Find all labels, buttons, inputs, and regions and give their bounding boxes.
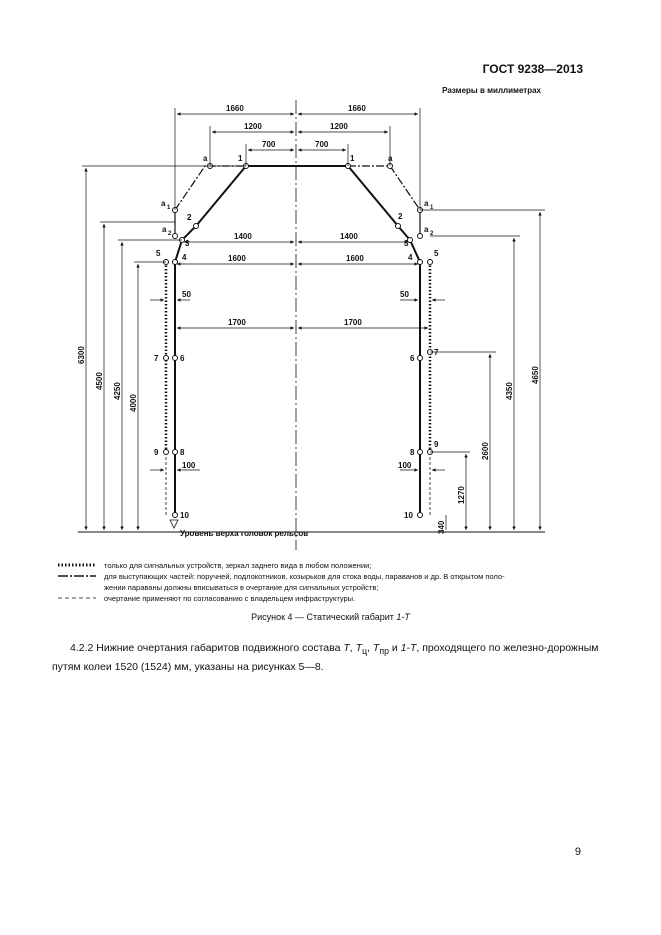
- rail-level-symbol: [169, 519, 179, 529]
- pt-7-right: 7: [434, 348, 439, 357]
- units-note: Размеры в миллиметрах: [442, 86, 541, 95]
- dim-2600: 2600: [481, 442, 490, 460]
- dim-4000: 4000: [129, 394, 138, 412]
- dotted-line-symbol: [58, 563, 96, 567]
- dim-4500: 4500: [95, 372, 104, 390]
- dim-4250: 4250: [113, 382, 122, 400]
- dim-1400-right: 1400: [340, 232, 358, 241]
- pt-1-left: 1: [238, 154, 243, 163]
- pt-3-left: 3: [185, 239, 190, 248]
- dim-50-right: 50: [400, 290, 409, 299]
- clearance-diagram: 1660 1660 1200 1200 700 700 1400 1400 16…: [77, 100, 545, 550]
- pt-a1-right: a: [424, 199, 429, 208]
- dim-1700-right: 1700: [344, 318, 362, 327]
- pt-a1-right-sub: 1: [430, 205, 434, 211]
- pt-6-left: 6: [180, 354, 185, 363]
- pt-5-left: 5: [156, 249, 161, 258]
- dim-1270: 1270: [457, 486, 466, 504]
- pt-3-right: 3: [404, 239, 409, 248]
- legend-text-signal: только для сигнальных устройств, зеркал …: [104, 561, 372, 570]
- dim-1400-left: 1400: [234, 232, 252, 241]
- dim-100-left: 100: [182, 461, 196, 470]
- dim-1200-right: 1200: [330, 122, 348, 131]
- pt-a1-left-sub: 1: [167, 205, 171, 211]
- protrusion-outline-right: [348, 165, 421, 211]
- dash-dot-line-symbol: [58, 575, 96, 577]
- pt-4-left: 4: [182, 253, 187, 262]
- pt-a2-left-sub: 2: [168, 231, 172, 237]
- pt-5-right: 5: [434, 249, 439, 258]
- dim-700-right: 700: [315, 140, 329, 149]
- pt-a2-right: a: [424, 225, 429, 234]
- document-header: ГОСТ 9238—2013: [482, 62, 583, 76]
- dim-100-right: 100: [398, 461, 412, 470]
- pt-a1-left: a: [161, 199, 166, 208]
- rail-level-label: Уровень верха головок рельсов: [180, 529, 308, 538]
- dim-1660-right: 1660: [348, 104, 366, 113]
- dim-6300: 6300: [77, 346, 86, 364]
- dim-50-left: 50: [182, 290, 191, 299]
- legend-row-signal: только для сигнальных устройств, зеркал …: [58, 560, 371, 573]
- pt-2-left: 2: [187, 213, 192, 222]
- dim-1600-right: 1600: [346, 254, 364, 263]
- paragraph-4-2-2: 4.2.2 Нижние очертания габаритов подвижн…: [52, 642, 599, 674]
- pt-9-right: 9: [434, 440, 439, 449]
- dim-700-left: 700: [262, 140, 276, 149]
- pt-6-right: 6: [410, 354, 415, 363]
- pt-a-left: a: [203, 154, 208, 163]
- protrusion-outline-left: [174, 165, 246, 211]
- pt-9-left: 9: [154, 448, 159, 457]
- figure-caption: Рисунок 4 — Статический габарит 1-Т: [251, 612, 410, 622]
- dim-1200-left: 1200: [244, 122, 262, 131]
- dim-1700-left: 1700: [228, 318, 246, 327]
- legend-text-protruding-cont: жении параваны должны вписываться в очер…: [104, 583, 379, 592]
- dim-340: 340: [437, 520, 446, 534]
- dim-1600-left: 1600: [228, 254, 246, 263]
- dashed-line-symbol: [58, 597, 96, 599]
- pt-8-left: 8: [180, 448, 185, 457]
- pt-10-right: 10: [404, 511, 413, 520]
- dim-1660-left: 1660: [226, 104, 244, 113]
- legend-text-agreement: очертание применяют по согласованию с вл…: [104, 594, 356, 603]
- pt-1-right: 1: [350, 154, 355, 163]
- dim-4650: 4650: [531, 366, 540, 384]
- page-number: 9: [574, 846, 581, 858]
- legend-row-agreement: очертание применяют по согласованию с вл…: [58, 593, 355, 606]
- dim-4350: 4350: [505, 382, 514, 400]
- pt-8-right: 8: [410, 448, 415, 457]
- pt-4-right: 4: [408, 253, 413, 262]
- legend-row-protruding: для выступающих частей: поручней, подлок…: [58, 571, 505, 584]
- pt-7-left: 7: [154, 354, 159, 363]
- pt-a2-left: a: [162, 225, 167, 234]
- pt-a-right: a: [388, 154, 393, 163]
- pt-2-right: 2: [398, 212, 403, 221]
- pt-10-left: 10: [180, 511, 189, 520]
- pt-a2-right-sub: 2: [430, 231, 434, 237]
- main-outline: [174, 165, 421, 515]
- legend-text-protruding: для выступающих частей: поручней, подлок…: [104, 572, 505, 581]
